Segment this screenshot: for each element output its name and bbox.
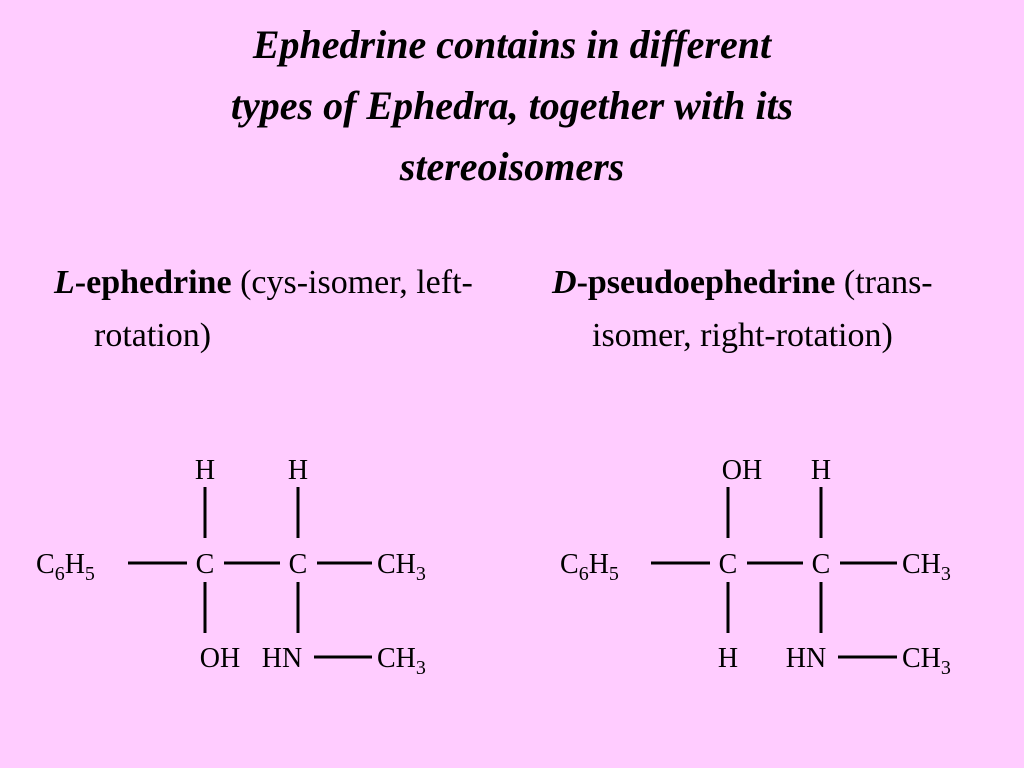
right-bottom-group-2: HN xyxy=(786,643,826,674)
left-phenyl-c: C xyxy=(36,549,55,580)
left-carbon-1: C xyxy=(196,549,215,580)
title-line-3: stereoisomers xyxy=(399,144,625,189)
right-methyl-sub-3: 3 xyxy=(941,563,951,585)
left-methyl-ch: CH xyxy=(377,549,416,580)
right-carbon-1: C xyxy=(719,549,738,580)
left-methyl-sub-3: 3 xyxy=(416,563,426,585)
right-carbon-2: C xyxy=(812,549,831,580)
left-n-methyl-group: CH3 xyxy=(377,643,426,679)
right-top-group-1: OH xyxy=(722,455,762,486)
left-description: (cys-isomer, left-rotation) xyxy=(94,264,473,354)
left-top-group-1: H xyxy=(195,455,215,486)
right-top-group-2: H xyxy=(811,455,831,486)
left-carbon-2: C xyxy=(289,549,308,580)
right-n-methyl-ch: CH xyxy=(902,643,941,674)
right-methyl-ch: CH xyxy=(902,549,941,580)
right-compound-name: -pseudoephedrine xyxy=(576,264,836,301)
left-caption: L-ephedrine (cys-isomer, left-rotation) xyxy=(54,256,534,362)
right-prefix: D xyxy=(552,264,577,301)
slide-title: Ephedrine contains in different types of… xyxy=(40,14,984,197)
right-phenyl-h: H xyxy=(589,549,609,580)
right-n-methyl-sub-3: 3 xyxy=(941,657,951,679)
left-n-methyl-sub-3: 3 xyxy=(416,657,426,679)
right-methyl-group: CH3 xyxy=(902,549,951,585)
left-phenyl-sub-5: 5 xyxy=(85,563,95,585)
right-phenyl-sub-5: 5 xyxy=(609,563,619,585)
left-bottom-group-1: OH xyxy=(200,643,240,674)
left-phenyl-group: C6H5 xyxy=(36,549,95,585)
right-phenyl-sub-6: 6 xyxy=(579,563,589,585)
right-caption: D-pseudoephedrine (trans-isomer, right-r… xyxy=(552,256,1022,362)
right-n-methyl-group: CH3 xyxy=(902,643,951,679)
left-bottom-group-2: HN xyxy=(262,643,302,674)
right-bottom-group-1: H xyxy=(718,643,738,674)
title-line-2: types of Ephedra, together with its xyxy=(230,83,794,128)
right-phenyl-group: C6H5 xyxy=(560,549,619,585)
right-description: (trans-isomer, right-rotation) xyxy=(592,264,933,354)
left-methyl-group: CH3 xyxy=(377,549,426,585)
left-prefix: L xyxy=(54,264,75,301)
left-n-methyl-ch: CH xyxy=(377,643,416,674)
title-line-1: Ephedrine contains in different xyxy=(252,22,772,67)
left-phenyl-h: H xyxy=(65,549,85,580)
left-top-group-2: H xyxy=(288,455,308,486)
left-compound-name: -ephedrine xyxy=(74,264,232,301)
left-phenyl-sub-6: 6 xyxy=(55,563,65,585)
right-phenyl-c: C xyxy=(560,549,579,580)
